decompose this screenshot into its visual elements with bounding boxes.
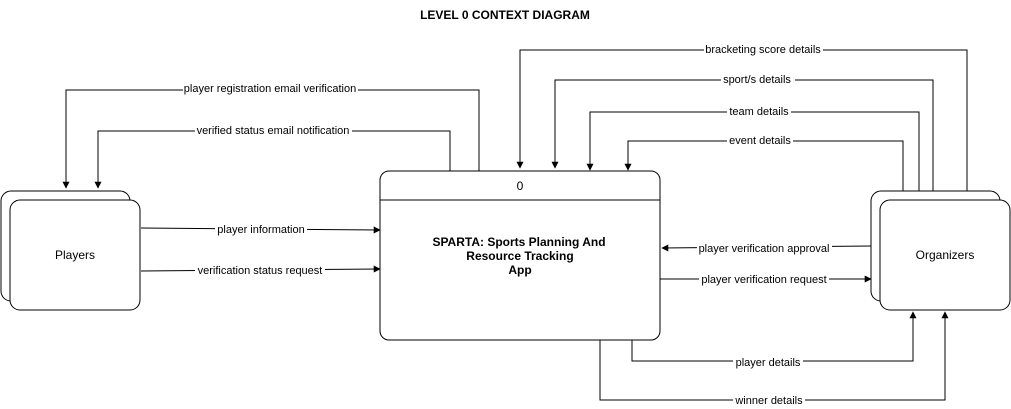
process-name-line-2: Resource Tracking bbox=[466, 249, 573, 263]
flow-team-details: team details bbox=[586, 105, 920, 191]
flow-player-verification-request: player verification request bbox=[660, 272, 872, 286]
flow-player-information: player information bbox=[140, 222, 381, 236]
entity-players[interactable]: Players bbox=[0, 190, 141, 311]
label-player-verification-request: player verification request bbox=[701, 274, 826, 286]
flow-verified-status-email-notification: verified status email notification bbox=[94, 124, 451, 189]
label-player-details: player details bbox=[736, 357, 801, 369]
process-number: 0 bbox=[517, 179, 524, 193]
entity-organizers[interactable]: Organizers bbox=[870, 190, 1011, 311]
diagram-title: LEVEL 0 CONTEXT DIAGRAM bbox=[420, 8, 590, 22]
label-team-details: team details bbox=[729, 106, 789, 118]
label-bracketing-score-details: bracketing score details bbox=[705, 44, 821, 56]
process-name-line-1: SPARTA: Sports Planning And bbox=[432, 235, 605, 249]
flow-player-verification-approval: player verification approval bbox=[661, 241, 872, 255]
label-winner-details: winner details bbox=[734, 395, 803, 407]
flow-verification-status-request: verification status request bbox=[140, 263, 381, 277]
process-name-line-3: App bbox=[508, 263, 531, 277]
flow-sports-details: sport/s details bbox=[551, 73, 934, 191]
flow-event-details: event details bbox=[624, 134, 904, 191]
flow-player-registration-email-verification: player registration email verification bbox=[62, 82, 480, 189]
flow-bracketing-score-details: bracketing score details bbox=[516, 43, 968, 191]
label-verification-status-request: verification status request bbox=[198, 265, 323, 277]
flow-winner-details: winner details bbox=[599, 311, 949, 408]
process-sparta[interactable]: 0 SPARTA: Sports Planning And Resource T… bbox=[379, 170, 661, 341]
label-player-verification-approval: player verification approval bbox=[699, 243, 830, 255]
label-player-information: player information bbox=[217, 224, 304, 236]
players-label: Players bbox=[55, 248, 95, 262]
flow-player-details: player details bbox=[631, 311, 917, 369]
label-verified-status-email-notification: verified status email notification bbox=[197, 125, 350, 137]
label-event-details: event details bbox=[729, 135, 791, 147]
label-player-registration-email-verification: player registration email verification bbox=[184, 83, 356, 95]
organizers-label: Organizers bbox=[916, 248, 975, 262]
label-sports-details: sport/s details bbox=[723, 74, 791, 86]
